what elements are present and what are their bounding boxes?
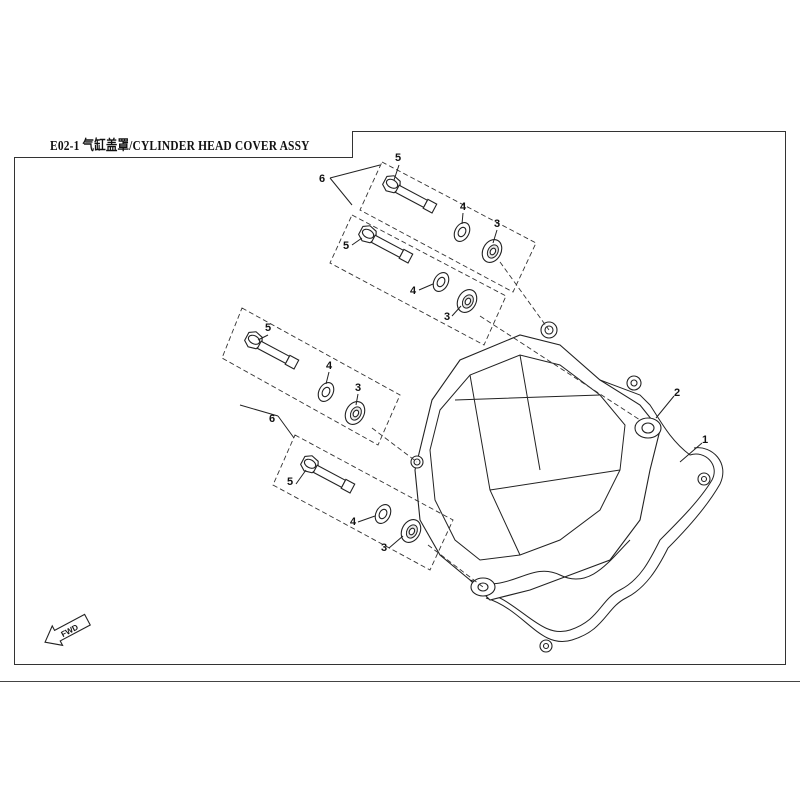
bolt-group-d [298, 452, 426, 547]
bolt-set-boxes [221, 161, 641, 588]
grommet [340, 397, 370, 429]
drawing-frame [14, 131, 786, 665]
callout-bolt-set: 6 [269, 413, 275, 425]
callout-part-2: 2 [674, 387, 680, 399]
page-title: E02-1 气缸盖罩/CYLINDER HEAD COVER ASSY [50, 139, 310, 154]
washer [371, 501, 395, 527]
callout-grommet: 3 [381, 542, 387, 554]
grommet [477, 235, 507, 267]
divider [0, 681, 800, 682]
washer [429, 269, 453, 295]
grommet [452, 285, 482, 317]
callout-bolt: 5 [265, 322, 271, 334]
bolt [380, 172, 440, 216]
forward-direction-arrow: FWD [44, 613, 91, 647]
leader-lines [239, 164, 703, 549]
callout-washer: 4 [410, 285, 417, 297]
cylinder-head-cover-gasket [479, 379, 724, 653]
callout-part-1: 1 [702, 434, 708, 446]
cover-mount-boss [470, 417, 662, 597]
callout-bolt: 5 [395, 152, 401, 164]
callout-grommet: 3 [355, 382, 361, 394]
cylinder-head-cover [410, 321, 661, 601]
callout-washer: 4 [460, 201, 467, 213]
callout-grommet: 3 [494, 218, 500, 230]
callout-washer: 4 [326, 360, 333, 372]
bolt [356, 222, 416, 266]
callout-grommet: 3 [444, 311, 450, 323]
title-box: E02-1 气缸盖罩/CYLINDER HEAD COVER ASSY [14, 131, 353, 158]
bolt [298, 452, 358, 496]
callout-bolt-set: 6 [319, 173, 325, 185]
callout-bolt: 5 [343, 240, 349, 252]
callout-washer: 4 [350, 516, 357, 528]
bolt-group-c [242, 328, 370, 429]
callout-bolt: 5 [287, 476, 293, 488]
